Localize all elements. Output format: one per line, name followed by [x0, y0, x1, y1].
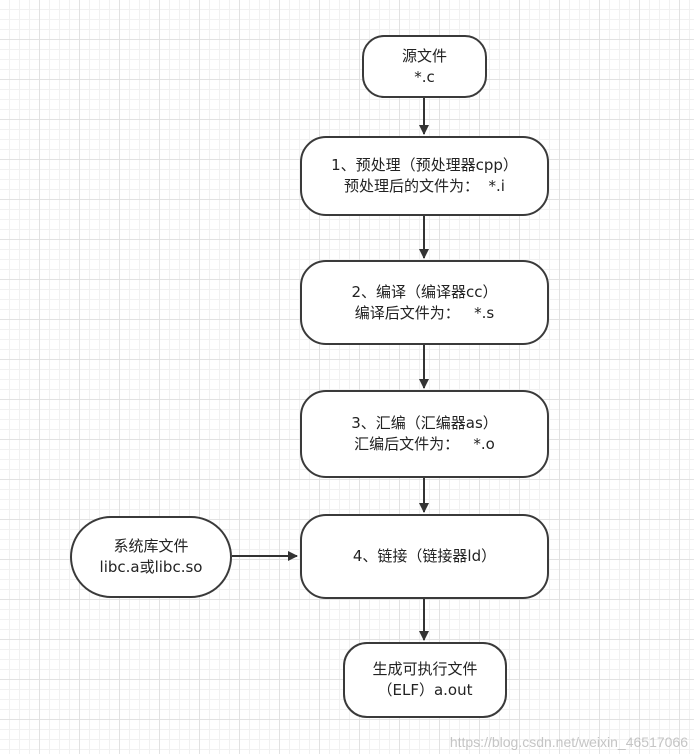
executable-node: 生成可执行文件 （ELF）a.out: [343, 642, 507, 718]
executable-file: （ELF）a.out: [377, 681, 473, 699]
compile-title: 2、编译（编译器cc）: [351, 282, 498, 301]
compile-node: 2、编译（编译器cc） 编译后文件为： *.s: [300, 260, 549, 345]
source-file-node: 源文件 *.c: [362, 35, 487, 98]
assemble-node: 3、汇编（汇编器as） 汇编后文件为： *.o: [300, 390, 549, 478]
watermark-text: https://blog.csdn.net/weixin_46517066: [449, 734, 688, 750]
assemble-title: 3、汇编（汇编器as）: [351, 414, 498, 432]
link-title: 4、链接（链接器ld）: [352, 547, 497, 565]
compile-output: 编译后文件为： *.s: [354, 303, 495, 322]
link-node: 4、链接（链接器ld）: [300, 514, 549, 599]
system-library-title: 系统库文件: [113, 537, 189, 555]
preprocess-title: 1、预处理（预处理器cpp）: [331, 156, 518, 174]
source-file-ext: *.c: [414, 67, 435, 86]
preprocess-node: 1、预处理（预处理器cpp） 预处理后的文件为： *.i: [300, 136, 549, 216]
system-library-files: libc.a或libc.so: [99, 558, 203, 576]
source-file-title: 源文件: [401, 46, 447, 65]
executable-title: 生成可执行文件: [372, 660, 478, 678]
assemble-output: 汇编后文件为： *.o: [354, 435, 495, 453]
preprocess-output: 预处理后的文件为： *.i: [344, 177, 505, 195]
system-library-node: 系统库文件 libc.a或libc.so: [70, 516, 232, 598]
